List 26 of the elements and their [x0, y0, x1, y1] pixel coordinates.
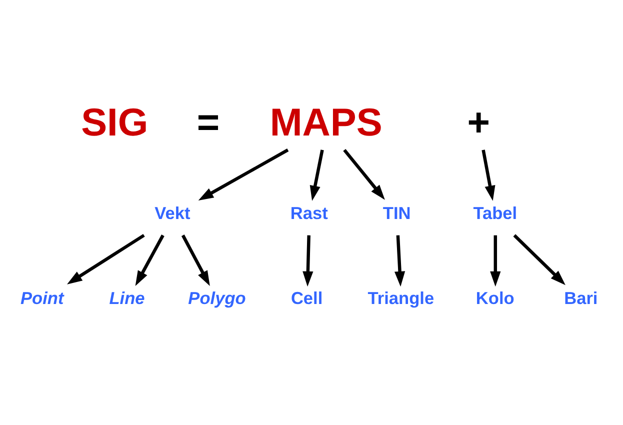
- arrow: [394, 235, 406, 287]
- node-text: TIN: [382, 202, 411, 223]
- arrow: [513, 234, 566, 286]
- arrow: [135, 234, 164, 286]
- arrow: [181, 234, 210, 286]
- arrow: [490, 235, 501, 287]
- node-text: Polygo: [188, 288, 246, 308]
- arrow: [302, 235, 314, 287]
- node-text: Line: [109, 288, 145, 308]
- node-text: Bari: [564, 288, 598, 308]
- label: =: [196, 101, 220, 144]
- node-text: Rast: [290, 202, 328, 223]
- node-text: Point: [20, 288, 64, 308]
- label: SIG: [81, 101, 148, 144]
- node-text: Tabel: [473, 202, 518, 223]
- node-text: MAPS: [270, 101, 382, 144]
- node-text: Triangle: [368, 288, 434, 308]
- node-text: Vekt: [154, 202, 190, 223]
- arrow: [66, 234, 145, 284]
- arrow: [482, 150, 496, 201]
- arrow: [343, 148, 385, 200]
- node-text: +: [467, 101, 490, 144]
- arrow: [310, 150, 324, 201]
- node-text: Kolo: [476, 288, 514, 308]
- node-text: Cell: [290, 288, 323, 308]
- arrow: [198, 148, 289, 200]
